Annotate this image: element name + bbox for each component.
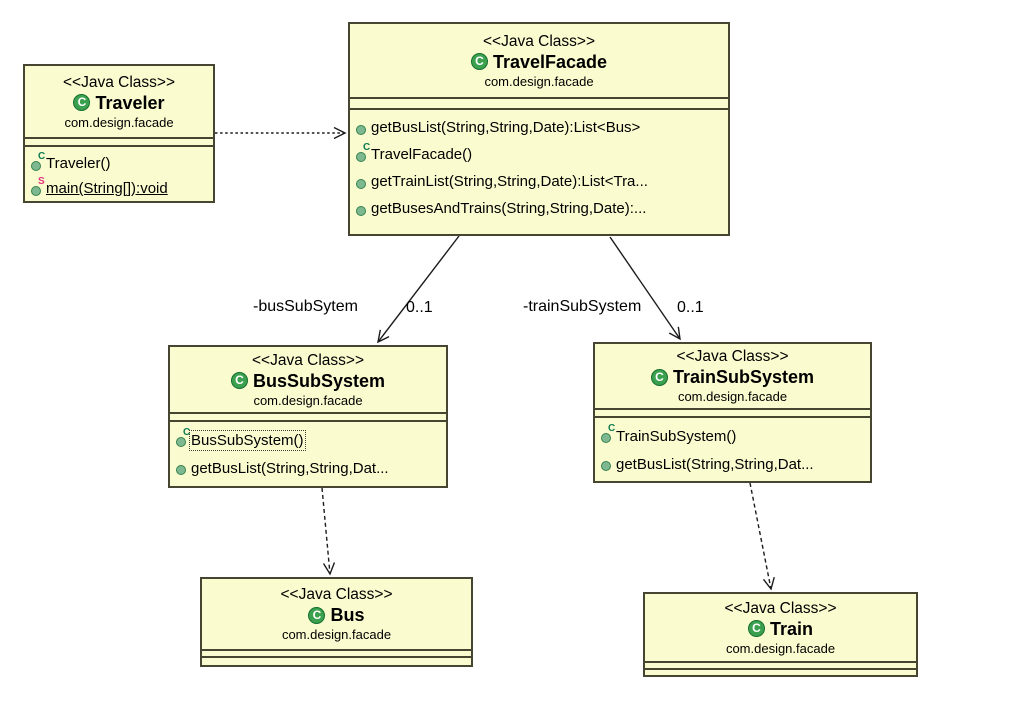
- member-constructor[interactable]: C Traveler(): [30, 151, 211, 176]
- stereotype-label: <<Java Class>>: [676, 348, 789, 365]
- package-label: com.design.facade: [253, 392, 363, 408]
- class-box-train[interactable]: <<Java Class>> C Train com.design.facade: [643, 592, 918, 677]
- methods-compartment: [645, 670, 916, 675]
- class-name-row: C Bus: [308, 605, 365, 625]
- fields-compartment: [25, 139, 213, 147]
- method-icon: [355, 120, 371, 136]
- methods-compartment: C Traveler() S main(String[]):void: [25, 147, 213, 201]
- stereotype-label: <<Java Class>>: [62, 73, 175, 91]
- class-header: <<Java Class>> C Train com.design.facade: [645, 594, 916, 663]
- class-header: <<Java Class>> C TrainSubSystem com.desi…: [595, 344, 870, 410]
- method-icon: [355, 174, 371, 190]
- package-label: com.design.facade: [281, 627, 392, 642]
- member-constructor-selected[interactable]: C BusSubSystem(): [175, 426, 444, 454]
- association-role-label-bus[interactable]: -busSubSytem: [253, 298, 358, 315]
- member-method[interactable]: getBusesAndTrains(String,String,Date):..…: [355, 195, 726, 222]
- member-method[interactable]: getBusList(String,String,Dat...: [175, 454, 444, 482]
- stereotype-label: <<Java Class>>: [251, 351, 364, 369]
- constructor-icon: C: [355, 142, 371, 163]
- class-header: <<Java Class>> C Traveler com.design.fac…: [25, 66, 213, 140]
- class-header: <<Java Class>> C TravelFacade com.design…: [350, 24, 728, 99]
- class-header: <<Java Class>> C BusSubSystem com.design…: [170, 347, 446, 414]
- edge-association-travelfacade-trainsubsystem[interactable]: [609, 236, 681, 341]
- class-icon: C: [308, 606, 326, 624]
- class-name-row: C BusSubSystem: [230, 370, 386, 391]
- constructor-icon: C: [600, 424, 616, 444]
- edge-association-travelfacade-bussubsystem[interactable]: [377, 235, 460, 344]
- class-icon: C: [650, 368, 668, 386]
- member-method[interactable]: getBusList(String,String,Date):List<Bus>: [355, 114, 726, 141]
- class-name: TravelFacade: [492, 51, 608, 72]
- package-label: com.design.facade: [484, 73, 594, 89]
- fields-compartment: [202, 651, 471, 658]
- class-name: Bus: [330, 605, 365, 625]
- class-name-row: C Train: [747, 618, 813, 639]
- static-method-icon: S: [30, 176, 46, 197]
- package-label: com.design.facade: [64, 114, 174, 130]
- class-box-bus[interactable]: <<Java Class>> C Bus com.design.facade: [200, 577, 473, 667]
- class-name: BusSubSystem: [252, 370, 386, 391]
- class-box-travelfacade[interactable]: <<Java Class>> C TravelFacade com.design…: [348, 22, 730, 236]
- method-icon: [175, 460, 191, 476]
- class-icon: C: [230, 372, 248, 389]
- member-static-method[interactable]: S main(String[]):void: [30, 176, 211, 201]
- edge-dependency-trainsubsystem-train[interactable]: [749, 482, 775, 591]
- fields-compartment: [170, 414, 446, 422]
- member-method[interactable]: getBusList(String,String,Dat...: [600, 450, 868, 478]
- method-icon: [600, 456, 616, 472]
- class-header: <<Java Class>> C Bus com.design.facade: [202, 579, 471, 651]
- class-icon: C: [73, 94, 91, 112]
- constructor-icon: C: [175, 428, 191, 448]
- member-method[interactable]: getTrainList(String,String,Date):List<Tr…: [355, 168, 726, 195]
- edge-dependency-bussubsystem-bus[interactable]: [321, 487, 336, 576]
- class-name: Train: [769, 618, 813, 639]
- class-box-traveler[interactable]: <<Java Class>> C Traveler com.design.fac…: [23, 64, 215, 203]
- class-name: Traveler: [95, 92, 165, 113]
- fields-compartment: [595, 410, 870, 418]
- class-box-bussubsystem[interactable]: <<Java Class>> C BusSubSystem com.design…: [168, 345, 448, 488]
- package-label: com.design.facade: [725, 640, 836, 656]
- multiplicity-label-train[interactable]: 0..1: [677, 299, 704, 316]
- member-constructor[interactable]: C TravelFacade(): [355, 141, 726, 168]
- constructor-icon: C: [30, 151, 46, 172]
- methods-compartment: [202, 658, 471, 665]
- fields-compartment: [645, 663, 916, 670]
- method-icon: [355, 201, 371, 217]
- stereotype-label: <<Java Class>>: [482, 32, 595, 50]
- class-box-trainsubsystem[interactable]: <<Java Class>> C TrainSubSystem com.desi…: [593, 342, 872, 483]
- methods-compartment: getBusList(String,String,Date):List<Bus>…: [350, 110, 728, 234]
- class-icon: C: [747, 620, 765, 637]
- class-name-row: C TravelFacade: [470, 51, 608, 72]
- class-icon: C: [470, 53, 488, 70]
- package-label: com.design.facade: [677, 389, 788, 404]
- fields-compartment: [350, 99, 728, 110]
- methods-compartment: C BusSubSystem() getBusList(String,Strin…: [170, 422, 446, 486]
- methods-compartment: C TrainSubSystem() getBusList(String,Str…: [595, 418, 870, 481]
- stereotype-label: <<Java Class>>: [280, 586, 393, 603]
- stereotype-label: <<Java Class>>: [724, 599, 837, 617]
- association-role-label-train[interactable]: -trainSubSystem: [523, 298, 642, 315]
- class-name: TrainSubSystem: [672, 367, 815, 387]
- multiplicity-label-bus[interactable]: 0..1: [406, 299, 433, 316]
- member-constructor[interactable]: C TrainSubSystem(): [600, 422, 868, 450]
- class-name-row: C TrainSubSystem: [650, 367, 815, 387]
- class-name-row: C Traveler: [73, 92, 165, 113]
